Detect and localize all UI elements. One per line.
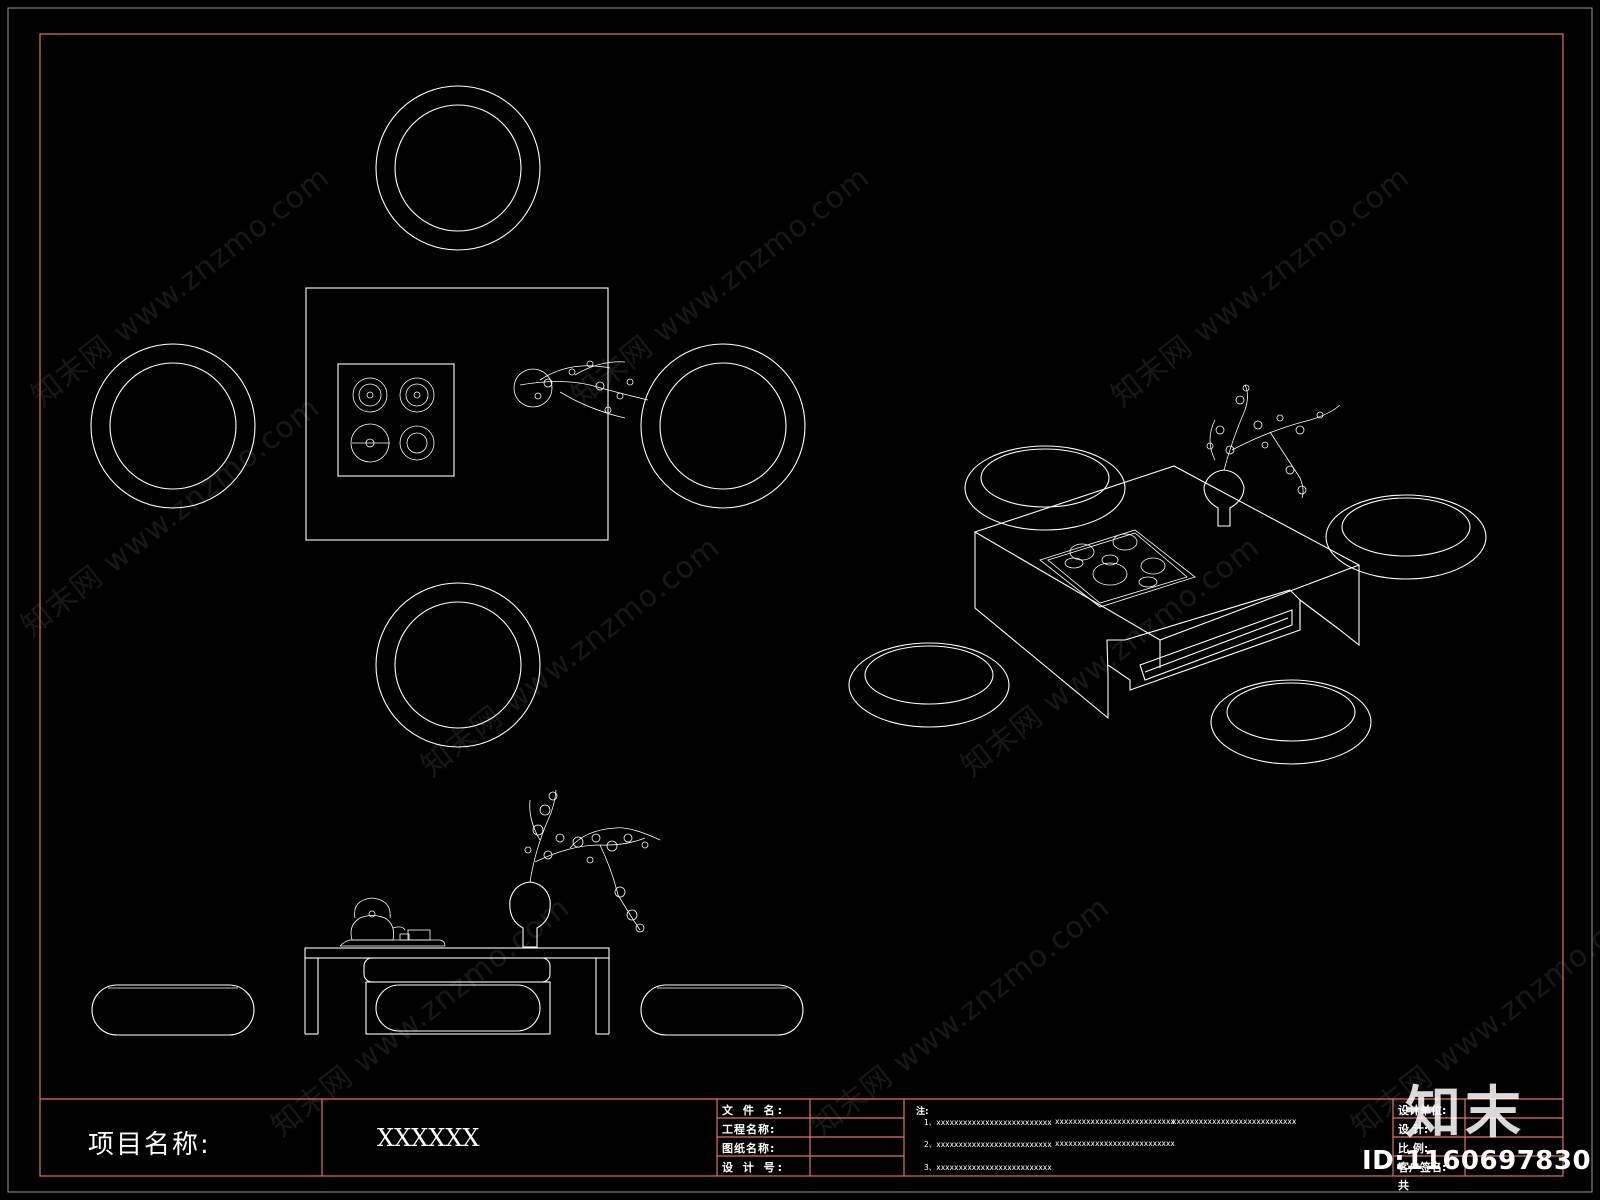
plan-cushion-right	[640, 343, 806, 509]
watermark-logo: 知末	[1405, 1081, 1525, 1146]
iso-flower-branch	[1206, 384, 1341, 499]
note-2b: xxxxxxxxxxxxxxxxxxxxxxxxxxx	[1055, 1139, 1175, 1148]
iso-cushion-front-left	[848, 642, 1010, 728]
drawing-border	[39, 33, 1564, 1177]
designer-label: 设 计:	[1398, 1123, 1429, 1136]
note-1a: 1、xxxxxxxxxxxxxxxxxxxxxxxxxx	[924, 1118, 1052, 1127]
iso-cushion-front-right	[1210, 679, 1372, 765]
plan-table	[305, 287, 609, 541]
plan-cushion-bottom	[375, 582, 541, 748]
plan-tea-tray	[337, 363, 455, 477]
watermark-id: ID:1160697830	[1362, 1146, 1592, 1176]
client-signature-label: 客户签名:	[1398, 1161, 1447, 1174]
iso-vase	[1203, 469, 1245, 527]
note-1b: xxxxxxxxxxxxxxxxxxxxxxxxxxx	[1055, 1117, 1175, 1126]
note-3a: 3、xxxxxxxxxxxxxxxxxxxxxxxxxx	[924, 1163, 1052, 1172]
file-name-label: 文 件 名:	[722, 1104, 786, 1117]
project-name-value: XXXXXX	[377, 1124, 480, 1152]
iso-cushion-back-left	[964, 445, 1126, 531]
design-no-label: 设 计 号:	[722, 1161, 786, 1174]
drawing-name-label: 图纸名称:	[722, 1142, 776, 1155]
isometric-view	[848, 384, 1487, 765]
elevation-cushion-center	[363, 957, 551, 1035]
outer-frame	[7, 7, 1593, 1193]
iso-tea-tray	[1039, 529, 1196, 608]
design-unit-label: 设计单位:	[1398, 1104, 1447, 1117]
elevation-cushion-left	[91, 984, 255, 1036]
project-name-label: 项目名称:	[88, 1130, 211, 1160]
notes-label: 注:	[916, 1107, 929, 1117]
iso-table	[973, 465, 1361, 720]
note-2a: 2、xxxxxxxxxxxxxxxxxxxxxxxxxx	[924, 1140, 1052, 1149]
plan-view	[90, 85, 806, 748]
title-block-lines	[40, 1098, 1563, 1176]
elevation-flower-branch	[524, 789, 661, 933]
plan-cushion-top	[375, 85, 541, 251]
note-1c: xxxxxxxxxxxxxxxxxxxxxxxxxxxx	[1172, 1117, 1297, 1126]
plan-flower-branch	[513, 360, 649, 419]
elevation-vase	[509, 881, 551, 948]
elevation-cushion-right	[640, 984, 804, 1036]
iso-cushion-right	[1325, 494, 1487, 580]
scale-label: 比 例:	[1398, 1142, 1429, 1155]
elevation-teapot	[339, 897, 446, 947]
elevation-table	[304, 947, 610, 1035]
plan-cushion-left	[90, 343, 256, 509]
elevation-view	[91, 789, 804, 1036]
sheet-count-label: 共	[1398, 1179, 1409, 1192]
engineering-name-label: 工程名称:	[722, 1123, 776, 1136]
